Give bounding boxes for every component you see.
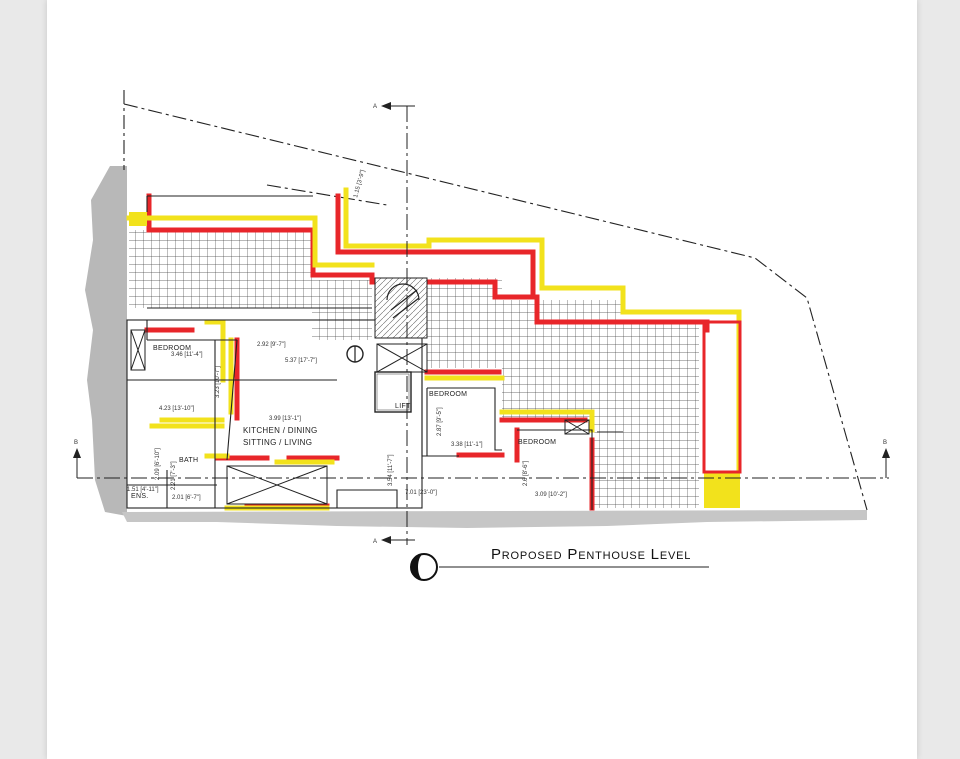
room-label-lift: Lift <box>395 403 411 410</box>
stair-core <box>374 277 428 339</box>
room-label-living: Sitting / Living <box>243 438 312 447</box>
room-label-bedroom-2: Bedroom <box>429 391 467 398</box>
dim-bed2-depth: 2.87 [9'-5"] <box>437 407 443 436</box>
room-label-bath: Bath <box>179 457 198 464</box>
dim-bed1-width: 3.46 [11'-4"] <box>171 352 203 358</box>
drawing-title: Proposed Penthouse Level <box>491 546 691 563</box>
dim-5-37: 5.37 [17'-7"] <box>285 358 317 364</box>
yellow-block-bottom-right <box>704 472 740 508</box>
dim-bed3-depth: 2.6 [8'-6"] <box>523 460 529 486</box>
terrace-right <box>427 278 699 508</box>
dim-3-54: 3.54 [11'-7"] <box>388 454 394 486</box>
dim-diag-top: 1.15 [3'-9"] <box>353 169 366 199</box>
section-lines <box>77 106 889 545</box>
section-mark-a-top: A <box>373 104 377 110</box>
room-label-bedroom-1: Bedroom <box>153 345 191 352</box>
dim-7-01: 7.01 [23'-0"] <box>405 490 437 496</box>
dim-ens-1-51: 1.51 [4'-11"] <box>127 487 159 493</box>
shaft-boxes <box>130 329 590 505</box>
dim-ens-2-01: 2.01 [6'-7"] <box>172 495 201 501</box>
room-label-bedroom-3: Bedroom <box>518 439 556 446</box>
dim-bed2-width: 3.38 [11'-1"] <box>451 442 483 448</box>
dim-2-92: 2.92 [9'-7"] <box>257 342 286 348</box>
dim-bed1-depth: 3.23 [10'-7"] <box>215 366 221 398</box>
dim-4-23: 4.23 [13'-10"] <box>159 406 195 412</box>
dim-bed3-width: 3.09 [10'-2"] <box>535 492 567 498</box>
drawing-sheet: A A B B Bedroom Bedroom Bedroom Kitchen … <box>47 0 917 759</box>
dim-bath-2-21: 2.21 [7'-3"] <box>171 461 177 490</box>
room-label-ens: Ens. <box>131 493 149 500</box>
terrace-left <box>129 230 314 308</box>
north-symbol-fill <box>411 554 424 580</box>
section-mark-b-right: B <box>883 440 887 446</box>
ground-hatch-bottom <box>122 510 867 528</box>
red-block-right <box>702 320 742 474</box>
dim-3-99: 3.99 [13'-1"] <box>269 416 301 422</box>
terrace-center <box>312 280 372 340</box>
section-mark-a-bottom: A <box>373 539 377 545</box>
room-label-kitchen: Kitchen / Dining <box>243 426 318 435</box>
section-mark-b-left: B <box>74 440 78 446</box>
floor-plan: A A B B Bedroom Bedroom Bedroom Kitchen … <box>73 90 890 581</box>
ground-hatch-left <box>85 166 127 516</box>
dim-bath-2-09: 2.09 [6'-10"] <box>155 448 161 480</box>
internal-walls <box>126 195 623 510</box>
section-arrows <box>73 102 890 544</box>
site-boundary <box>123 90 868 511</box>
stair-spiral <box>386 283 420 319</box>
yellow-block-top-left <box>129 212 147 226</box>
